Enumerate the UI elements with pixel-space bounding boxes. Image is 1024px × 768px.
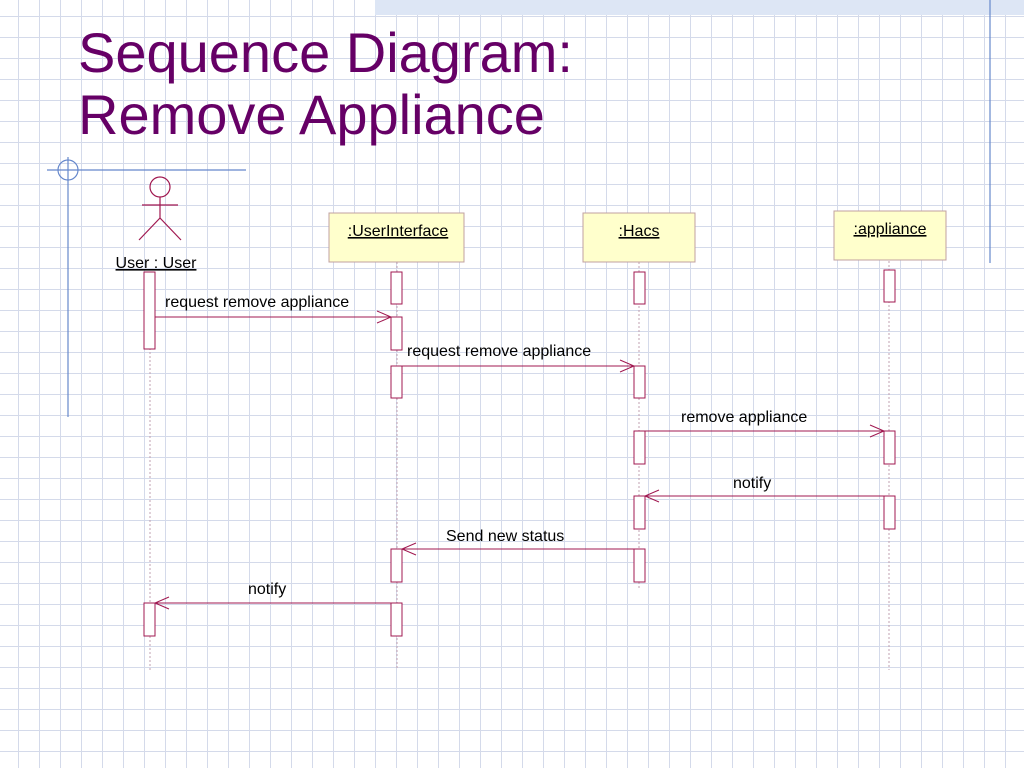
- message-label-3: remove appliance: [681, 409, 807, 426]
- activation-ui-1: [390, 271, 403, 305]
- title-line-2: Remove Appliance: [78, 83, 545, 146]
- rule-corner-circle: [57, 159, 79, 181]
- activation-hacs-5: [633, 548, 646, 583]
- activation-user-2: [143, 602, 156, 637]
- message-label-1: request remove appliance: [165, 294, 349, 311]
- slide-title: Sequence Diagram: Remove Appliance: [78, 22, 573, 146]
- message-arrowhead-4: [643, 489, 660, 503]
- activation-ui-5: [390, 602, 403, 637]
- object-box-hacs: [582, 212, 696, 263]
- actor-left-leg: [138, 217, 161, 241]
- activation-hacs-4: [633, 495, 646, 530]
- activation-appliance-2: [883, 430, 896, 465]
- object-hacs[interactable]: :Hacs: [582, 212, 696, 263]
- activation-ui-4: [390, 548, 403, 583]
- message-arrowhead-1: [376, 310, 393, 324]
- object-label-userinterface: :UserInterface: [348, 223, 449, 240]
- message-arrowhead-3: [869, 424, 886, 438]
- object-appliance[interactable]: :appliance: [833, 210, 947, 261]
- title-line-1: Sequence Diagram:: [78, 21, 573, 84]
- actor-user[interactable]: [138, 176, 182, 241]
- object-userinterface[interactable]: :UserInterface: [328, 212, 465, 263]
- object-box-userinterface: [328, 212, 465, 263]
- message-arrowhead-2: [619, 359, 636, 373]
- activation-ui-3: [390, 365, 403, 399]
- activation-appliance-1: [883, 269, 896, 303]
- activation-appliance-3: [883, 495, 896, 530]
- object-label-hacs: :Hacs: [619, 223, 660, 240]
- actor-head: [149, 176, 171, 198]
- message-label-5: Send new status: [446, 528, 564, 545]
- message-label-2: request remove appliance: [407, 343, 591, 360]
- message-label-6: notify: [248, 581, 286, 598]
- actor-label: User : User: [116, 255, 198, 272]
- activation-hacs-3: [633, 430, 646, 465]
- actor-right-leg: [159, 217, 182, 241]
- activation-hacs-1: [633, 271, 646, 305]
- header-band: [375, 0, 1024, 15]
- slide-decoration: [47, 0, 991, 417]
- activation-ui-2: [390, 316, 403, 351]
- activation-user-1: [143, 271, 156, 350]
- message-label-4: notify: [733, 475, 771, 492]
- activation-hacs-2: [633, 365, 646, 399]
- object-label-appliance: :appliance: [854, 221, 927, 238]
- message-arrowhead-6: [153, 596, 170, 610]
- object-box-appliance: [833, 210, 947, 261]
- message-arrowhead-5: [400, 542, 417, 556]
